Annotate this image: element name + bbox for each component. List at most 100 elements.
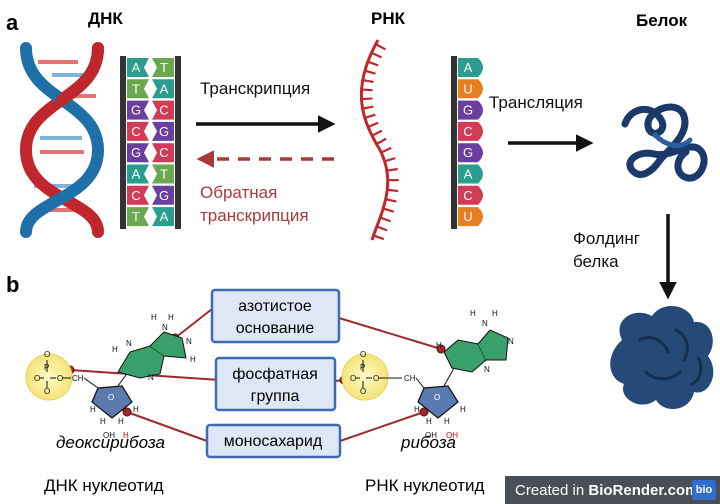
nitrogen-base-line1: азотистое	[238, 298, 312, 315]
rna-base: G	[458, 143, 483, 163]
svg-text:N: N	[508, 337, 514, 346]
rna-tick	[380, 146, 392, 154]
dna-helix-icon	[19, 42, 105, 238]
nitrogen-base-line2: основание	[236, 320, 315, 337]
svg-text:H: H	[90, 405, 96, 414]
dna-base-left: A	[127, 164, 149, 184]
svg-text:O: O	[44, 387, 50, 396]
dna-base-right: C	[152, 100, 174, 120]
base-letter: A	[132, 60, 141, 75]
svg-text:O: O	[360, 350, 366, 359]
base-letter: C	[463, 124, 472, 139]
svg-text:H: H	[151, 313, 157, 322]
base-letter: A	[132, 167, 141, 182]
rna-base: C	[458, 185, 483, 205]
svg-text:H: H	[168, 313, 174, 322]
biorender-credit-badge[interactable]: Created in BioRender.com bio	[505, 476, 720, 504]
svg-text:H: H	[492, 309, 498, 318]
rna-tick	[371, 51, 382, 59]
rna-tick	[375, 137, 387, 146]
svg-text:H: H	[436, 341, 442, 350]
rna-base: U	[458, 79, 483, 99]
reverse-transcription-label-1: Обратная	[200, 183, 277, 202]
rna-nucleotide-caption: РНК нуклеотид	[365, 476, 484, 495]
dna-base-right: A	[152, 79, 174, 99]
svg-text:N: N	[162, 323, 168, 332]
base-letter: A	[160, 209, 169, 224]
svg-text:O: O	[350, 374, 356, 383]
svg-text:H: H	[133, 405, 139, 414]
rna-tick	[382, 207, 395, 213]
svg-text:OH: OH	[425, 431, 437, 440]
svg-text:H: H	[444, 417, 450, 426]
phosphate-box: фосфатная группа	[214, 356, 337, 412]
base-letter: G	[131, 103, 141, 118]
rna-base: G	[458, 100, 483, 120]
base-letter: T	[132, 81, 140, 96]
folded-protein-blob-icon	[610, 305, 714, 410]
translation-label: Трансляция	[489, 93, 583, 112]
rna-base: A	[458, 164, 483, 184]
svg-text:H: H	[426, 417, 432, 426]
svg-text:O: O	[57, 374, 63, 383]
base-letter: T	[160, 60, 168, 75]
svg-text:H: H	[470, 309, 476, 318]
rna-title: РНК	[371, 9, 406, 28]
svg-text:H: H	[112, 345, 118, 354]
svg-text:O: O	[44, 350, 50, 359]
svg-text:H: H	[460, 405, 466, 414]
rna-tick	[367, 60, 379, 67]
protein-title: Белок	[636, 11, 688, 30]
base-letter: G	[463, 103, 473, 118]
folded-protein-icon	[621, 103, 708, 182]
nitrogen-base-box: азотистое основание	[210, 288, 341, 344]
rna-base: A	[458, 58, 483, 77]
rna-base: C	[458, 121, 483, 141]
base-letter: U	[463, 209, 472, 224]
base-letter: C	[463, 188, 472, 203]
dna-base-right: T	[152, 58, 174, 77]
rna-tick	[387, 188, 399, 193]
deoxyribose-label: деоксирибоза	[56, 433, 165, 452]
base-letter: C	[159, 145, 168, 160]
rna-tick	[379, 216, 391, 223]
credit-created-in: Created in	[515, 481, 585, 499]
phosphate-line2: группа	[251, 388, 300, 405]
rna-tick	[376, 225, 388, 232]
svg-text:H: H	[118, 417, 124, 426]
base-letter: T	[160, 167, 168, 182]
rna-tick	[364, 69, 376, 75]
rna-tick	[362, 78, 374, 84]
panel-b-label: b	[6, 272, 19, 297]
dna-phosphate-highlight	[25, 353, 73, 401]
reverse-transcription-label-2: транскрипция	[200, 206, 309, 225]
svg-text:H: H	[190, 355, 196, 364]
rna-tick	[367, 121, 379, 128]
rna-base: U	[458, 207, 483, 227]
svg-text:N: N	[482, 319, 488, 328]
dna-base-right: G	[152, 121, 174, 141]
dna-base-left: G	[127, 100, 149, 120]
phosphate-line1: фосфатная	[232, 366, 318, 383]
rna-phosphate-highlight	[341, 353, 389, 401]
dna-base-left: G	[127, 143, 149, 163]
svg-text:H: H	[414, 405, 420, 414]
dna-nucleotide-caption: ДНК нуклеотид	[44, 476, 164, 495]
rna-tick	[373, 234, 385, 241]
base-letter: C	[131, 188, 140, 203]
svg-text:O: O	[434, 393, 440, 402]
svg-text:OH: OH	[103, 431, 115, 440]
base-letter: C	[159, 103, 168, 118]
svg-text:N: N	[484, 365, 490, 374]
dna-base-right: A	[152, 207, 174, 227]
dna-title: ДНК	[88, 9, 123, 28]
dna-base-left: C	[127, 121, 149, 141]
svg-text:H: H	[123, 431, 129, 440]
ribose-label: рибоза	[400, 433, 456, 452]
dna-base-left: C	[127, 185, 149, 205]
svg-text:H: H	[100, 417, 106, 426]
dna-base-left: T	[127, 207, 149, 227]
